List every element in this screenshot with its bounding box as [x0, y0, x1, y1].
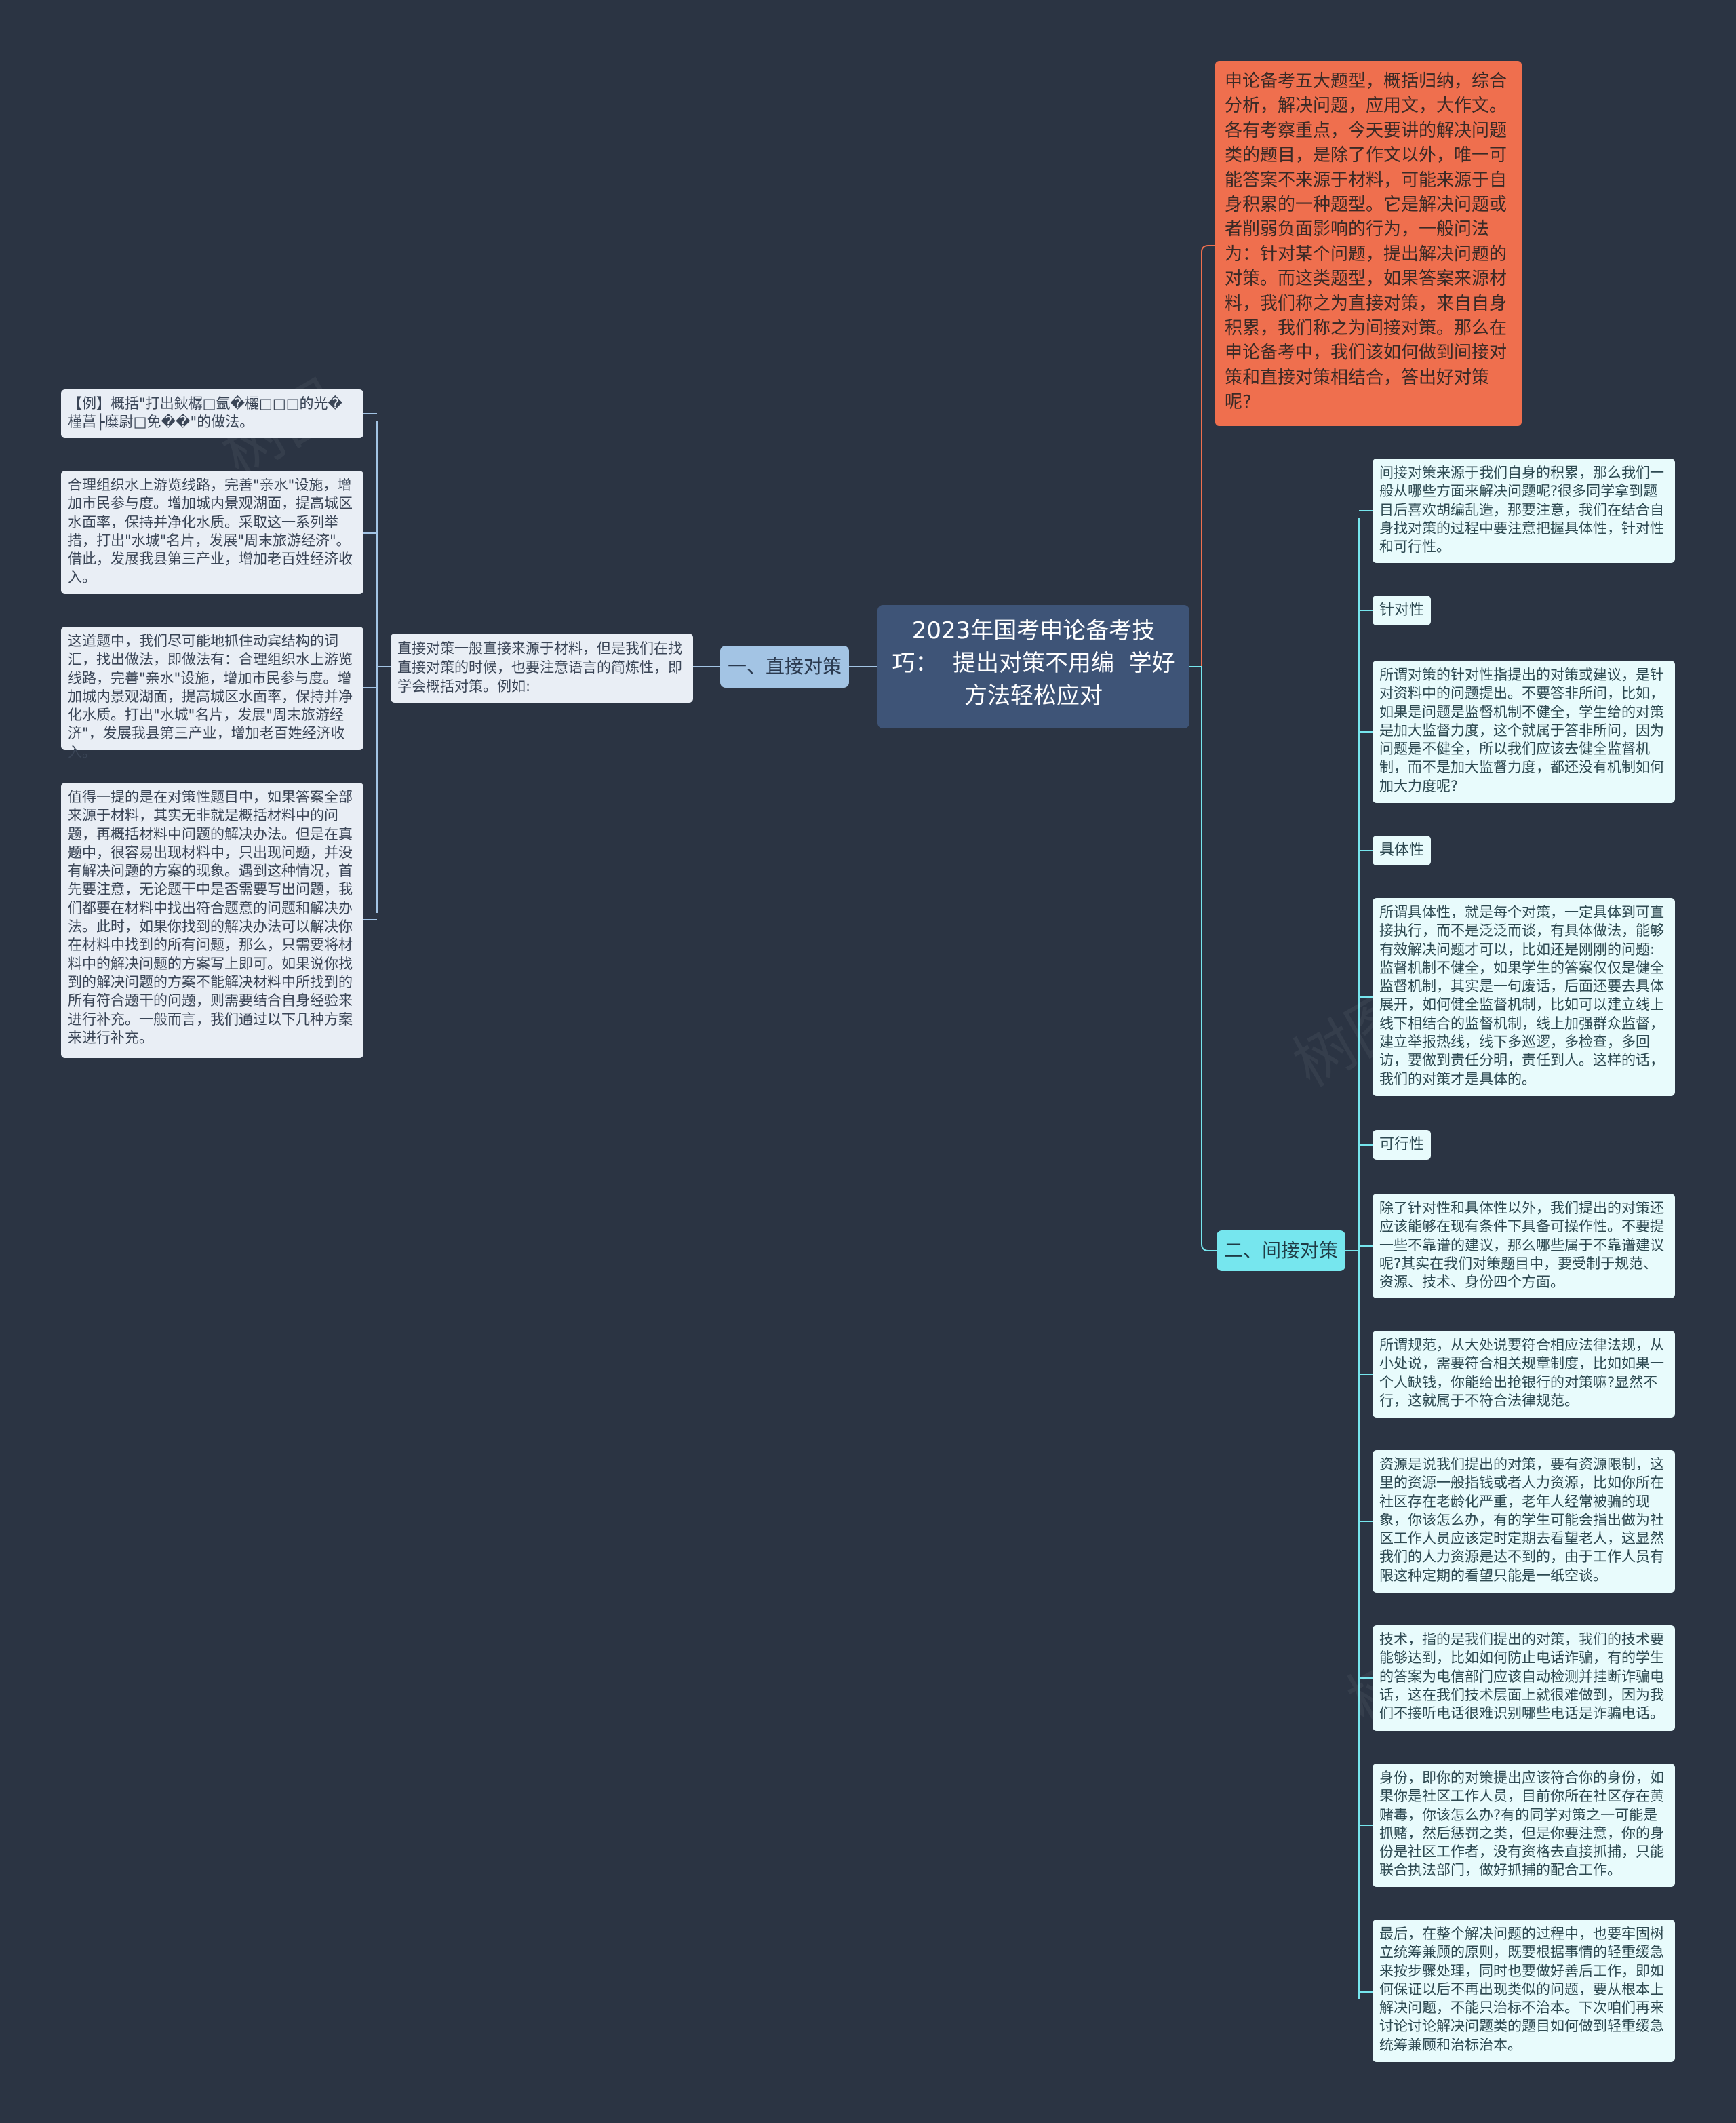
right-card[interactable]: 最后，在整个解决问题的过程中，也要牢固树立统筹兼顾的原则，既要根据事情的轻重缓急…: [1373, 1920, 1675, 2062]
right-card[interactable]: 除了针对性和具体性以外，我们提出的对策还应该能够在现有条件下具备可操作性。不要提…: [1373, 1194, 1675, 1298]
right-card[interactable]: 资源是说我们提出的对策，要有资源限制，这里的资源一般指钱或者人力资源，比如你所在…: [1373, 1450, 1675, 1593]
right-card[interactable]: 间接对策来源于我们自身的积累，那么我们一般从哪些方面来解决问题呢?很多同学拿到题…: [1373, 459, 1675, 563]
label-specificity[interactable]: 具体性: [1373, 836, 1432, 865]
right-card[interactable]: 技术，指的是我们提出的对策，我们的技术要能够达到，比如如何防止电话诈骗，有的学生…: [1373, 1625, 1675, 1731]
connector-right-branch: [1189, 666, 1217, 1251]
right-card[interactable]: 所谓规范，从大处说要符合相应法律法规，从小处说，需要符合相关规章制度，比如如果一…: [1373, 1331, 1675, 1418]
right-card[interactable]: 所谓对策的针对性指提出的对策或建议，是针对资料中的问题提出。不要答非所问，比如，…: [1373, 661, 1675, 803]
intro-node[interactable]: 申论备考五大题型，概括归纳，综合分析，解决问题，应用文，大作文。各有考察重点，今…: [1215, 61, 1522, 426]
label-pertinence[interactable]: 针对性: [1373, 596, 1432, 625]
root-topic[interactable]: 2023年国考申论备考技巧： 提出对策不用编 学好方法轻松应对: [877, 605, 1189, 728]
branch-direct-strategy[interactable]: 一、直接对策: [720, 646, 849, 688]
left-card[interactable]: 合理组织水上游览线路，完善"亲水"设施，增加市民参与度。增加城内景观湖面，提高城…: [61, 471, 363, 594]
direct-strategy-note[interactable]: 直接对策一般直接来源于材料，但是我们在找直接对策的时候，也要注意语言的简炼性，即…: [391, 634, 693, 703]
branch-indirect-strategy[interactable]: 二、间接对策: [1217, 1230, 1345, 1271]
right-card[interactable]: 身份，即你的对策提出应该符合你的身份，如果你是社区工作人员，目前你所在社区存在黄…: [1373, 1764, 1675, 1887]
label-feasibility[interactable]: 可行性: [1373, 1130, 1432, 1160]
connector-intro: [1189, 245, 1215, 667]
left-card[interactable]: 这道题中，我们尽可能地抓住动宾结构的词汇，找出做法，即做法有：合理组织水上游览线…: [61, 627, 363, 760]
right-card[interactable]: 所谓具体性，就是每个对策，一定具体到可直接执行，而不是泛泛而谈，有具体做法，能够…: [1373, 898, 1675, 1096]
left-card[interactable]: 值得一提的是在对策性题目中，如果答案全部来源于材料，其实无非就是概括材料中的问题…: [61, 783, 363, 1058]
left-card[interactable]: 【例】概括"打出鈥樼□氬�欐□□□的光�槿菖┝糜尉□免��"的做法。: [61, 389, 363, 438]
